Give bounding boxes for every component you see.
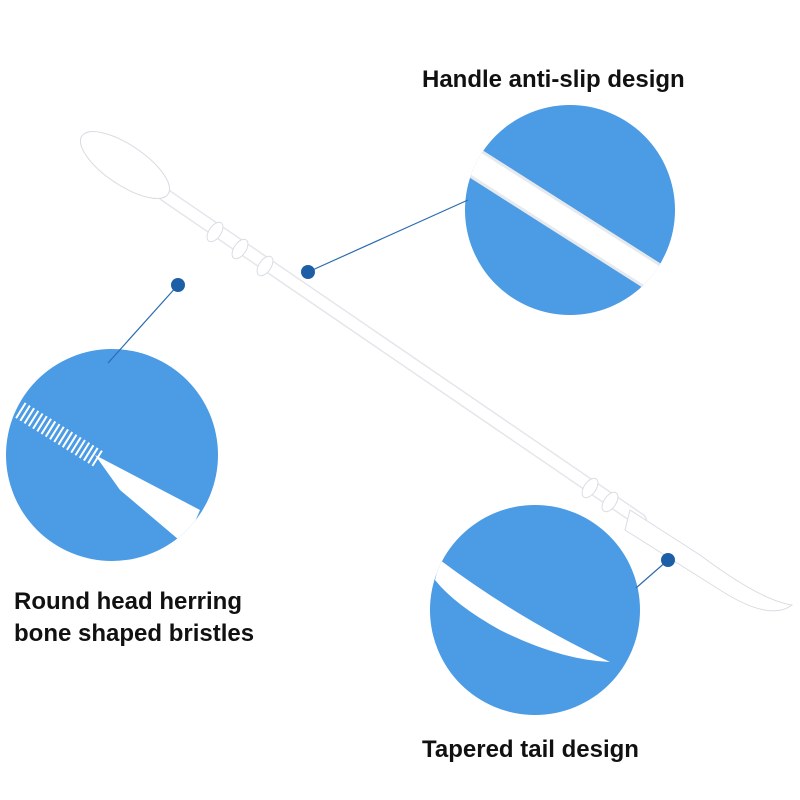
head-detail-circle xyxy=(6,349,218,561)
toothpick xyxy=(79,131,794,612)
handle-callout-label: Handle anti-slip design xyxy=(422,66,685,93)
tail-detail-circle xyxy=(430,505,640,715)
head-callout-label-line2: bone shaped bristles xyxy=(14,620,255,647)
handle-detail-circle xyxy=(465,105,675,315)
leader-lines xyxy=(107,199,669,589)
tail-callout-label: Tapered tail design xyxy=(422,736,639,763)
marker-dots xyxy=(171,265,675,567)
head-callout-label-line1: Round head herring xyxy=(14,588,242,615)
bristle-head xyxy=(79,131,171,199)
